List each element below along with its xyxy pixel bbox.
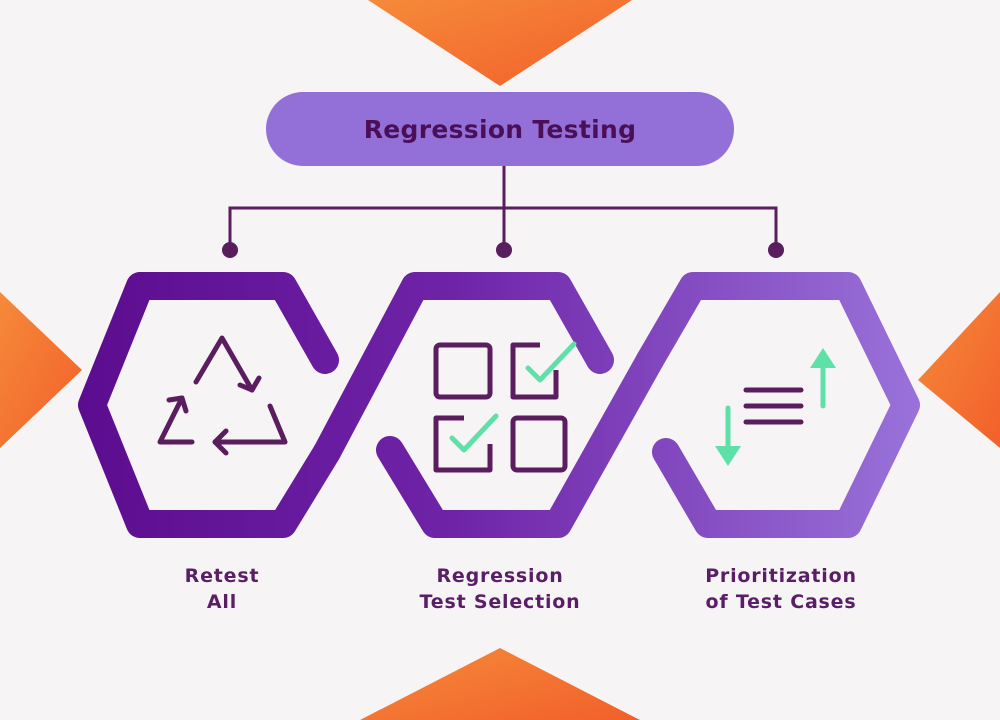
- connector-tree: [228, 166, 778, 248]
- checkbox-empty-bottom-right: [510, 415, 568, 473]
- hexagon-chain: [78, 272, 920, 538]
- connector-node-left: [222, 242, 238, 258]
- hexagon-prioritization: [636, 272, 920, 538]
- check-mark-icon: [449, 413, 499, 453]
- checklist-grid-icon: [433, 341, 577, 473]
- checkbox-checked-top-right: [510, 342, 559, 400]
- caption-line: Regression: [436, 565, 564, 587]
- caption-line: Test Selection: [419, 591, 581, 613]
- arrow-down-icon: [715, 405, 741, 466]
- caption-line: Retest: [184, 565, 260, 587]
- checkbox-checked-bottom-left: [433, 415, 493, 473]
- hexagon-retest-all: [78, 272, 341, 538]
- orange-triangle-left: [0, 292, 82, 448]
- arrow-up-icon: [810, 348, 836, 409]
- caption-line: of Test Cases: [705, 591, 857, 613]
- hexagon-test-selection: [313, 272, 614, 466]
- caption-retest-all: Retest All: [92, 563, 352, 615]
- recycle-icon: [157, 335, 288, 456]
- orange-triangle-top: [368, 0, 632, 86]
- caption-prioritization-of-test-cases: Prioritization of Test Cases: [651, 563, 911, 615]
- orange-triangle-right: [918, 292, 1000, 448]
- caption-regression-test-selection: Regression Test Selection: [370, 563, 630, 615]
- caption-line: All: [206, 591, 238, 613]
- sort-priority-icon: [715, 348, 836, 466]
- root-node: Regression Testing: [266, 92, 734, 166]
- connector-node-center: [496, 242, 512, 258]
- connector-node-right: [768, 242, 784, 258]
- check-mark-icon: [525, 341, 577, 383]
- hexagon-test-selection-lower: [376, 346, 664, 538]
- checkbox-empty-top-left: [433, 342, 493, 400]
- root-node-label: Regression Testing: [363, 114, 637, 144]
- orange-triangle-bottom: [360, 648, 640, 720]
- caption-line: Prioritization: [705, 565, 857, 587]
